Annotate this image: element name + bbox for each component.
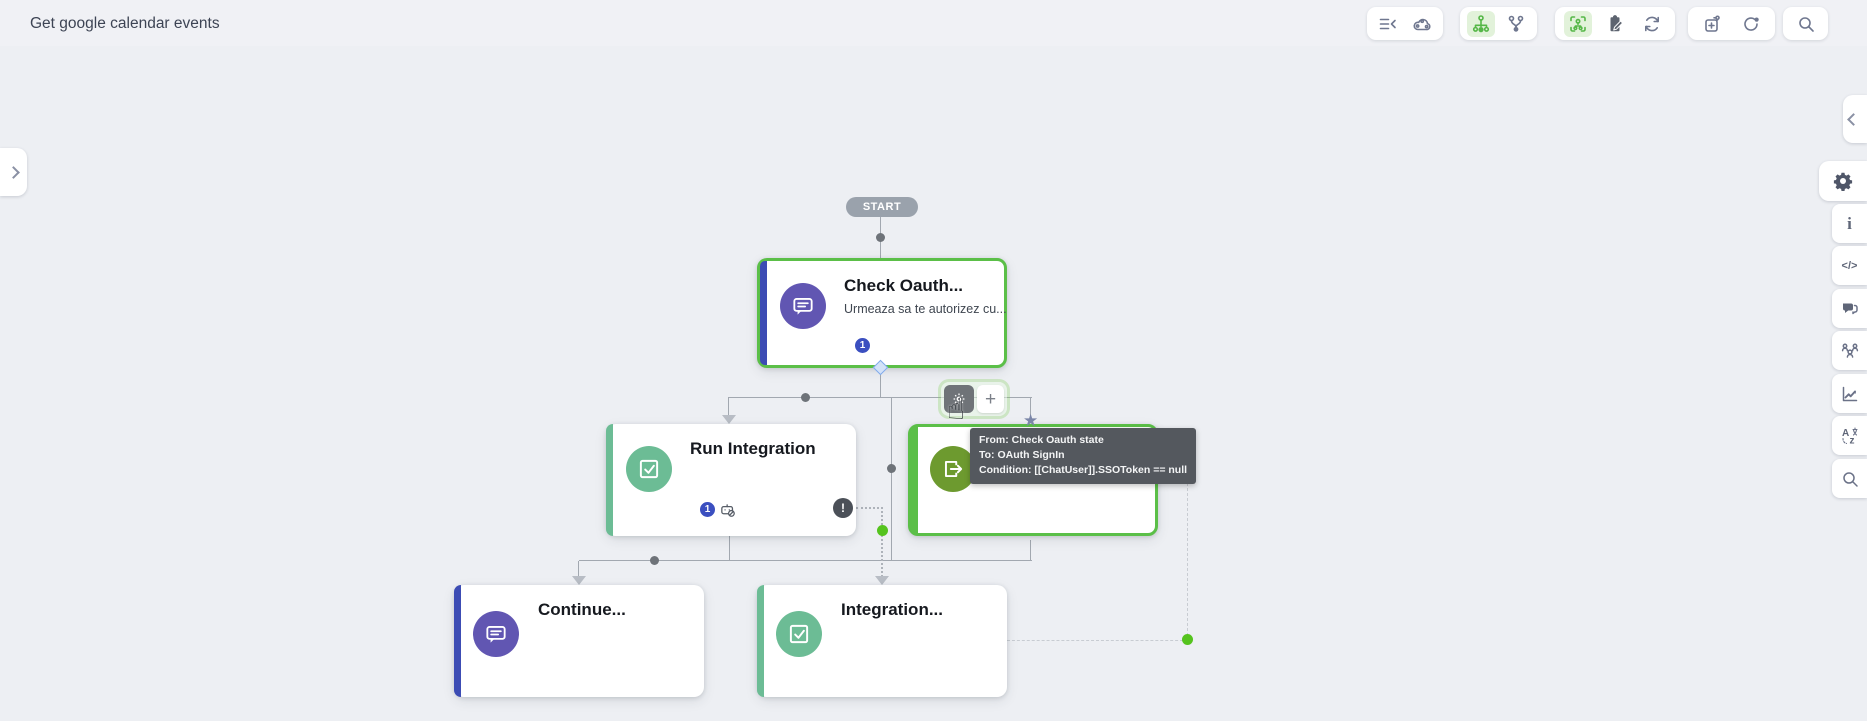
sidebar-search-button[interactable] [1832,459,1867,498]
branch-layout-icon[interactable] [1502,11,1530,37]
svg-text:A: A [1842,428,1849,439]
search-icon[interactable] [1792,11,1820,37]
add-step-icon[interactable] [1698,11,1726,37]
flow-canvas[interactable]: ★ START Check Oauth... Urmeaza sa te aut… [0,46,1867,721]
connector-line [880,374,881,398]
message-icon [780,283,826,329]
tooltip-to: To: OAuth SignIn [979,448,1065,461]
sidebar-settings-button[interactable] [1819,161,1867,201]
node-accent-bar [911,427,918,533]
sidebar-audience-button[interactable] [1832,331,1867,370]
sidebar-chat-button[interactable] [1832,289,1867,328]
connector-line [729,536,730,561]
node-accent-bar [760,261,767,365]
signin-icon [930,446,976,492]
bot-disabled-icon [719,501,736,523]
node-integration[interactable]: Integration... [757,585,1007,697]
connector-line [1030,540,1031,561]
connector-dot[interactable] [876,233,885,242]
toolbar-group-edit [1688,7,1775,40]
message-icon [473,611,519,657]
connector-line [729,397,1032,398]
tooltip-condition: Condition: [[ChatUser]].SSOToken == null [979,463,1188,476]
sidebar-info-button[interactable]: i [1832,204,1867,243]
toolbar-group-search [1783,7,1828,40]
node-run-integration[interactable]: Run Integration 1 ! [606,424,856,536]
node-accent-bar [454,585,461,697]
gear-icon [953,393,965,405]
right-panel-collapse-button[interactable] [1843,95,1867,143]
translate-icon: Az [1842,426,1858,446]
node-subtitle: Urmeaza sa te autorizez cu... [844,302,1007,316]
top-bar: Get google calendar events [0,0,1867,46]
tree-layout-icon[interactable] [1467,10,1495,37]
connector-dot-green[interactable] [1182,634,1193,645]
sidebar-analytics-button[interactable] [1832,374,1867,413]
list-collapse-icon[interactable] [1374,11,1402,37]
node-check-oauth[interactable]: Check Oauth... Urmeaza sa te autorizez c… [757,258,1007,368]
settings-icon [1833,172,1853,191]
audience-icon [1841,343,1858,358]
connector-line [891,397,892,561]
connector-dot[interactable] [887,464,896,473]
connector-line [578,561,579,577]
redo-icon[interactable] [1737,11,1765,37]
focus-flow-icon[interactable] [1564,10,1592,37]
warning-badge[interactable]: ! [833,498,853,518]
connector-line [728,397,729,417]
sidebar-code-button[interactable]: </> [1832,246,1867,285]
flow-title: Get google calendar events [30,15,220,32]
message-count-badge: 1 [855,338,870,353]
message-count-badge: 1 [700,502,715,517]
toolbar-group-panels [1367,7,1443,40]
arrowhead-icon [572,576,586,585]
toolbar-group-layout [1460,7,1537,40]
arrowhead-icon [875,576,889,585]
connector-dot-green[interactable] [877,525,888,536]
analytics-icon [1842,386,1857,401]
connector-line-dotted [881,507,883,577]
node-continue[interactable]: Continue... [454,585,704,697]
tooltip-from: From: Check Oauth state [979,434,1104,446]
node-accent-bar [757,585,764,697]
connection-quick-menu: + [941,382,1007,416]
task-check-icon [776,611,822,657]
start-badge: START [846,197,918,217]
cloud-icon[interactable] [1408,11,1436,37]
connector-dot[interactable] [650,556,659,565]
node-title: Check Oauth... [844,276,964,295]
connection-tooltip: From: Check Oauth state To: OAuth SignIn… [970,428,1197,484]
connection-settings-button[interactable] [944,385,974,413]
code-icon: </> [1841,259,1858,272]
clipboard-edit-icon[interactable] [1601,11,1629,37]
connection-add-button[interactable]: + [977,385,1004,413]
info-icon: i [1847,213,1852,233]
connector-line [1030,397,1031,421]
connector-line [579,560,1032,561]
node-title: Integration... [841,600,943,619]
connector-line-dashed [1187,478,1188,641]
chat-icon [1842,303,1858,314]
connection-star-icon[interactable]: ★ [1023,411,1039,430]
connector-line-dashed [1007,640,1188,641]
svg-text:z: z [1849,435,1854,446]
connector-line-dotted [856,507,883,509]
connector-dot[interactable] [801,393,810,402]
task-check-icon [626,446,672,492]
left-panel-expand-button[interactable] [0,148,27,196]
sync-icon[interactable] [1638,11,1666,37]
node-accent-bar [606,424,613,536]
node-title: Continue... [538,600,626,619]
toolbar-group-mode [1555,7,1675,40]
node-title: Run Integration [690,439,816,458]
search-icon [1842,471,1858,487]
arrowhead-icon [722,415,736,424]
cursor-pointer-icon: ☝ [947,392,966,427]
